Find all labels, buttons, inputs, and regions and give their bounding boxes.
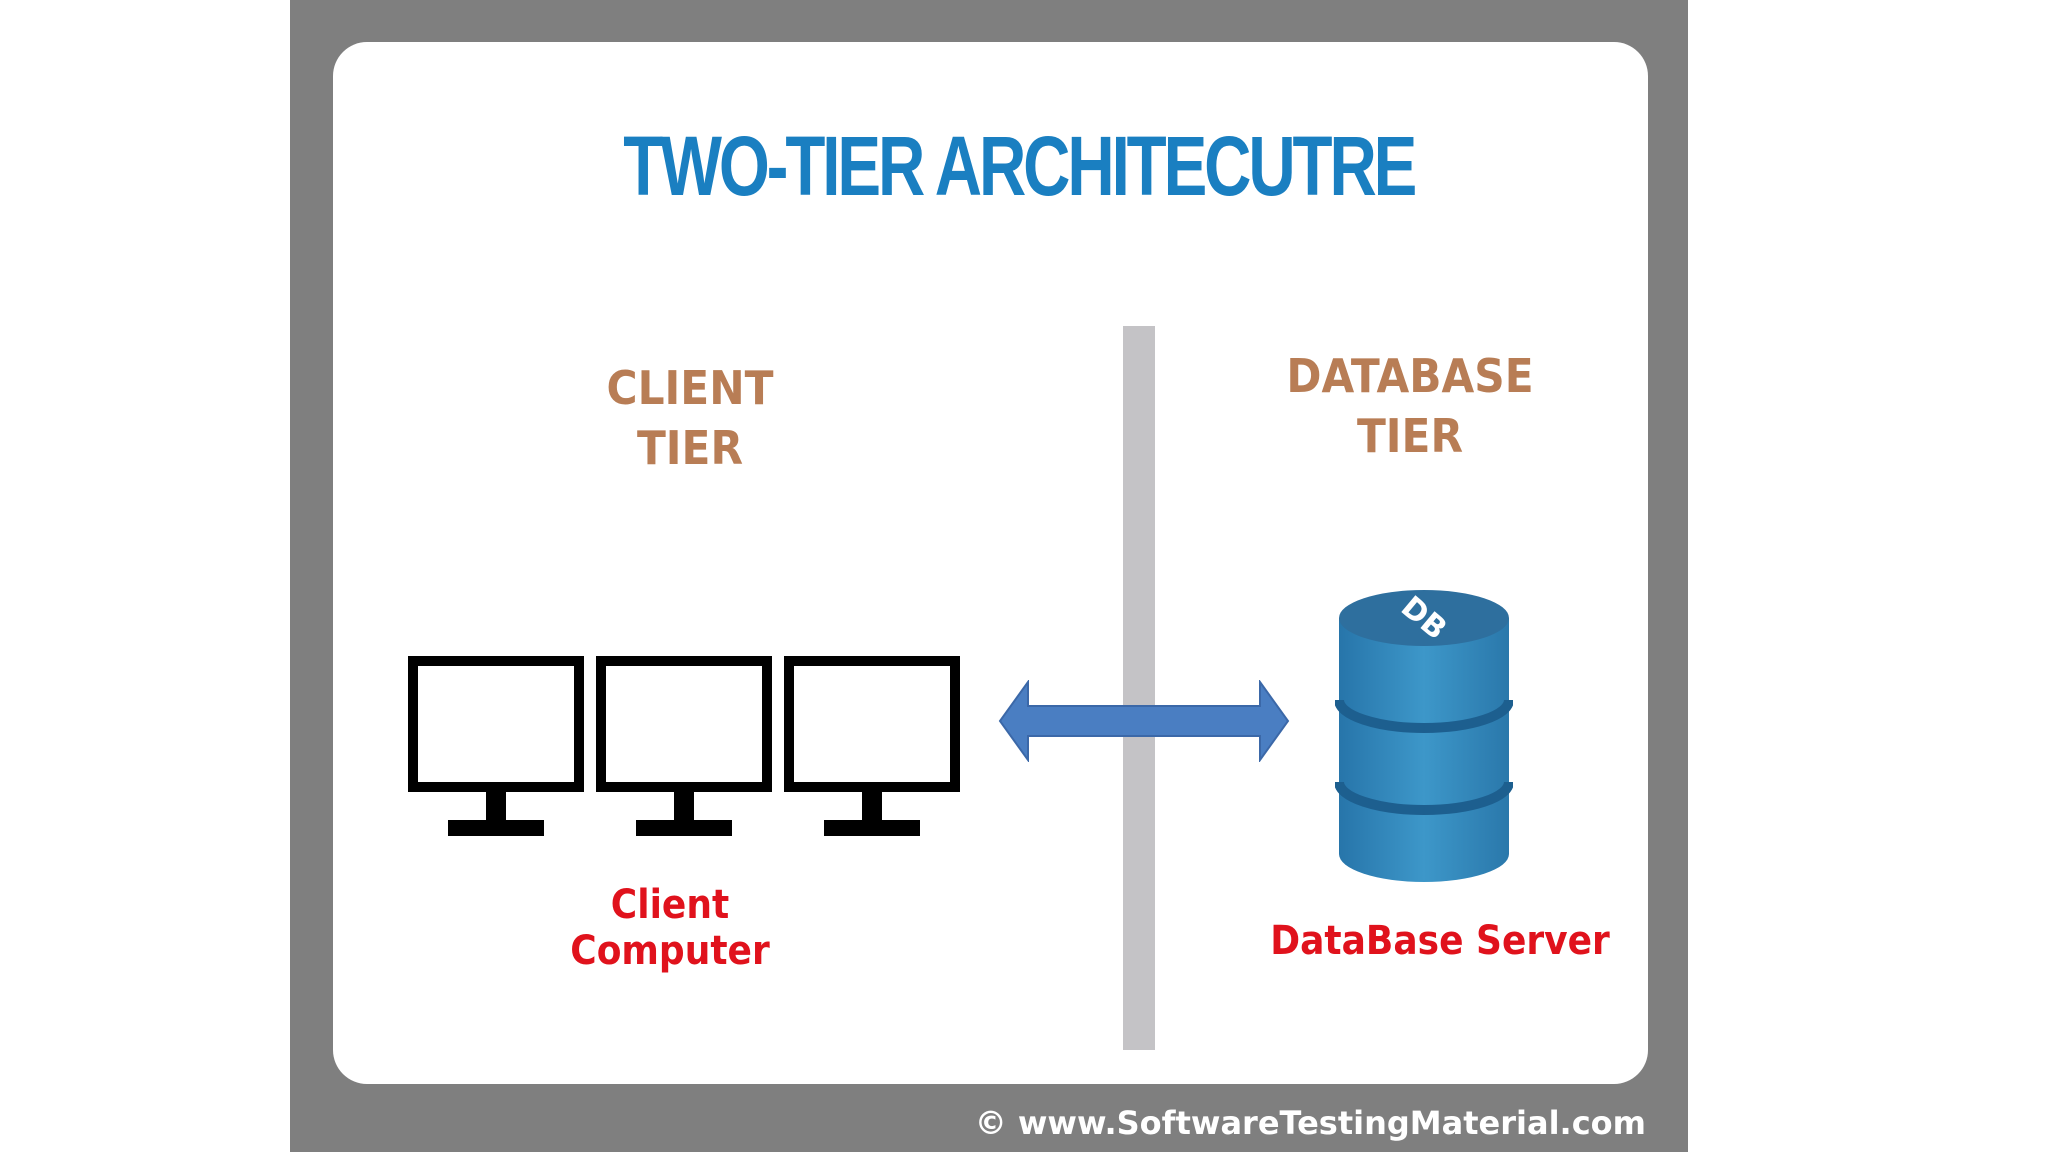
diagram-card xyxy=(333,42,1648,1084)
database-server-caption: DataBase Server xyxy=(1270,918,1610,964)
database-cylinder-icon: DB xyxy=(1335,590,1513,882)
client-tier-line2: TIER xyxy=(636,421,744,475)
client-computers xyxy=(408,656,968,846)
database-tier-line2: TIER xyxy=(1356,409,1464,463)
client-tier-label: CLIENT TIER xyxy=(580,358,801,478)
copyright-text: © www.SoftwareTestingMaterial.com xyxy=(974,1104,1646,1142)
client-computer-caption: Client Computer xyxy=(570,882,770,974)
client-tier-line1: CLIENT xyxy=(606,361,774,415)
database-tier-line1: DATABASE xyxy=(1286,349,1534,403)
database-tier-label: DATABASE TIER xyxy=(1272,346,1548,466)
bidirectional-arrow-icon xyxy=(998,680,1290,762)
monitor-icon xyxy=(784,656,960,836)
monitor-icon xyxy=(408,656,584,836)
tier-divider xyxy=(1123,326,1155,1050)
monitor-icon xyxy=(596,656,772,836)
diagram-title: TWO-TIER ARCHITECUTRE xyxy=(623,119,1417,213)
